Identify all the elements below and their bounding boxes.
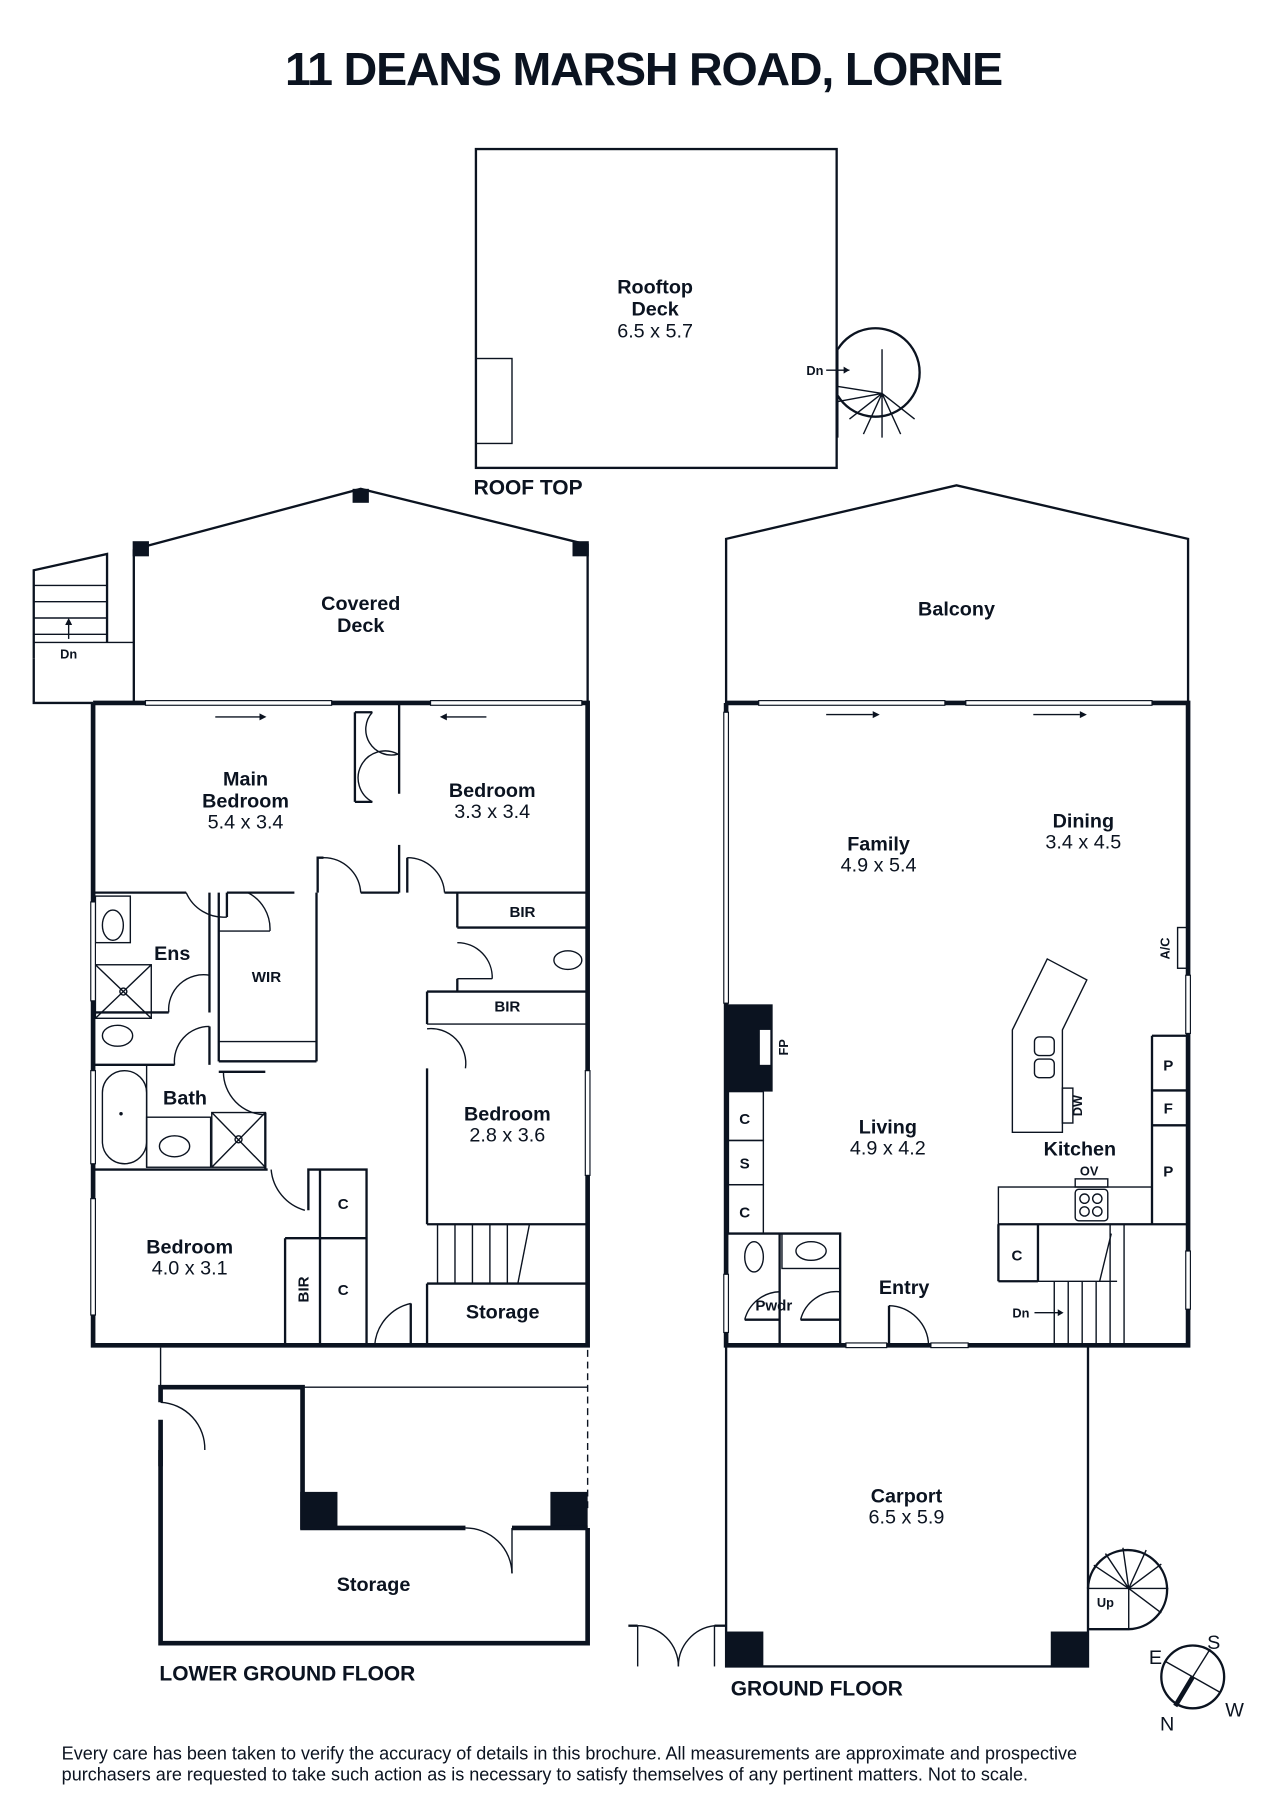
air-con-label: A/C (1157, 937, 1172, 959)
external-stair-icon (32, 552, 134, 705)
internal-stair-icon (1037, 1224, 1125, 1346)
room-name: Pwdr (755, 1297, 792, 1314)
room-name: Deck (337, 615, 385, 637)
room-name: Rooftop (617, 276, 693, 298)
cupboard-label: S (740, 1155, 750, 1172)
compass-icon: E S W N (1149, 1632, 1244, 1735)
room-name: Living (859, 1116, 917, 1138)
disclaimer-line-2: purchasers are requested to take such ac… (62, 1764, 1028, 1784)
compass-e: E (1149, 1647, 1162, 1669)
room-dimensions: 5.4 x 3.4 (208, 812, 284, 834)
stair-dn-label: Dn (1012, 1305, 1029, 1320)
room-name: C (338, 1282, 349, 1299)
pantry-label: P (1163, 1058, 1173, 1075)
dishwasher-label: DW (1070, 1094, 1085, 1116)
kitchen-island (1011, 957, 1088, 1134)
roof-top-plan: Dn Rooftop Deck 6.5 x 5.7 ROOF TOP (474, 147, 921, 500)
room-name: WIR (252, 969, 281, 986)
compass-s: S (1207, 1632, 1220, 1654)
room-dimensions: 6.5 x 5.9 (869, 1506, 945, 1528)
room-name: Kitchen (1044, 1139, 1116, 1161)
floor-label-ground: GROUND FLOOR (731, 1678, 903, 1701)
room-dimensions: 4.9 x 5.4 (841, 855, 917, 877)
room-name: Dining (1053, 810, 1114, 832)
room-name: Bedroom (449, 780, 536, 802)
compass-n: N (1160, 1713, 1174, 1735)
lower-ground-floor-plan: Dn Covered Deck (32, 487, 591, 1685)
room-dimensions: 3.3 x 3.4 (454, 801, 530, 823)
deck-stair-dn: Dn (60, 647, 77, 662)
page-title: 11 DEANS MARSH ROAD, LORNE (285, 43, 1002, 95)
fridge-label: F (1164, 1101, 1173, 1118)
room-name: Deck (631, 298, 679, 320)
room-dimensions: 3.4 x 4.5 (1045, 831, 1121, 853)
room-dimensions: 6.5 x 5.7 (617, 321, 693, 343)
room-name: Storage (466, 1302, 540, 1324)
room-dimensions: 2.8 x 3.6 (469, 1125, 545, 1147)
ground-floor-plan: Balcony FP C S C Pwdr (628, 484, 1191, 1701)
room-name: Carport (871, 1485, 943, 1507)
cupboard-label: C (739, 1111, 750, 1128)
room-dimensions: 4.0 x 3.1 (152, 1257, 228, 1279)
room-name: Main (223, 769, 268, 791)
cupboard-label: C (1012, 1247, 1023, 1264)
stair-up-label: Up (1097, 1595, 1114, 1610)
room-name: Covered (321, 593, 400, 615)
floor-label-lower-ground: LOWER GROUND FLOOR (159, 1662, 415, 1685)
spiral-stair-up-icon (1086, 1547, 1169, 1631)
room-name: BIR (509, 904, 535, 921)
spiral-stair-icon (836, 327, 921, 438)
rooftop-deck-outline (474, 147, 838, 470)
cooktop-icon (1074, 1188, 1109, 1222)
gate-icon (628, 1624, 727, 1667)
rooftop-bench (475, 357, 513, 445)
room-name: Bath (163, 1087, 207, 1109)
floor-label-roof-top: ROOF TOP (474, 477, 583, 500)
room-dimensions: 4.9 x 4.2 (850, 1137, 926, 1159)
room-name: BIR (295, 1276, 312, 1302)
room-name: Family (847, 834, 910, 856)
room-name: Ens (154, 943, 190, 965)
pantry-label: P (1163, 1164, 1173, 1181)
room-name: Storage (337, 1574, 411, 1596)
room-name: Bedroom (146, 1236, 233, 1258)
internal-stair-icon (436, 1224, 531, 1284)
room-name: Entry (879, 1277, 930, 1299)
room-name: BIR (494, 998, 520, 1015)
room-name: Bedroom (202, 791, 289, 813)
rooftop-stair-dn: Dn (806, 363, 823, 378)
room-name: C (338, 1196, 349, 1213)
compass-w: W (1225, 1699, 1244, 1721)
room-name: Bedroom (464, 1104, 551, 1126)
cupboard-label: C (739, 1204, 750, 1221)
disclaimer-line-1: Every care has been taken to verify the … (62, 1744, 1077, 1764)
room-name: Balcony (918, 599, 995, 621)
oven-label: OV (1080, 1163, 1099, 1178)
fireplace-label: FP (776, 1039, 791, 1056)
